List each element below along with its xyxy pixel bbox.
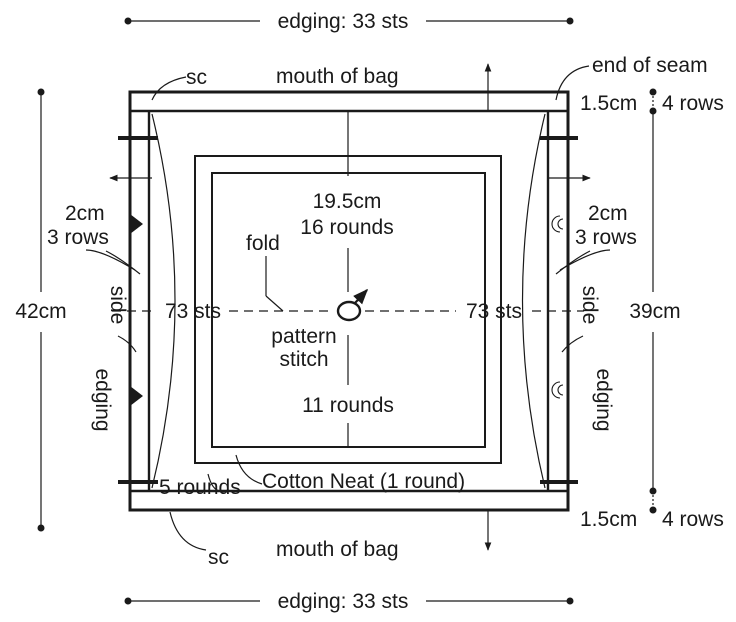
spiral-marker-icon xyxy=(551,215,564,233)
triangle-marker-icon xyxy=(130,214,143,234)
pattern-squares xyxy=(194,111,502,464)
edging-top-label: edging: 33 sts xyxy=(278,10,409,33)
bottom-right-cm-label: 1.5cm xyxy=(580,508,637,531)
edging-bottom-label: edging: 33 sts xyxy=(278,590,409,613)
height-right-dimension: 39cm xyxy=(629,88,681,514)
right-markers xyxy=(551,215,564,399)
mouth-top-label: mouth of bag xyxy=(276,65,399,88)
rounds-16-label: 16 rounds xyxy=(300,216,393,239)
height-left-label: 42cm xyxy=(15,300,66,323)
top-right-rows-label: 4 rows xyxy=(662,92,724,115)
spiral-marker-icon xyxy=(551,381,564,399)
right-2cm-label: 2cm xyxy=(588,202,628,225)
cotton-neat-label: Cotton Neat (1 round) xyxy=(262,470,465,493)
rounds-5-label: 5 rounds xyxy=(159,476,241,499)
direction-symbol xyxy=(336,288,369,322)
edging-right-label: edging xyxy=(592,368,615,431)
fold-label: fold xyxy=(246,232,280,255)
right-3rows-label: 3 rows xyxy=(575,226,637,249)
height-left-dimension: 42cm xyxy=(15,88,67,532)
pattern-label-1: pattern xyxy=(271,325,336,348)
edging-left-label: edging xyxy=(91,368,114,431)
left-2cm-label: 2cm xyxy=(65,202,105,225)
bottom-right-rows-label: 4 rows xyxy=(662,508,724,531)
top-right-cm-label: 1.5cm xyxy=(580,92,637,115)
sts-left-label: 73 sts xyxy=(165,300,221,323)
sc-bottom-label: sc xyxy=(208,546,229,569)
bag-outline xyxy=(118,90,578,512)
arrows xyxy=(109,63,591,551)
width-cm-label: 19.5cm xyxy=(313,190,382,213)
height-right-label: 39cm xyxy=(629,300,680,323)
triangle-marker-icon xyxy=(130,386,143,406)
side-right-label: side xyxy=(578,286,601,325)
fold-line xyxy=(112,256,584,312)
pattern-label-2: stitch xyxy=(279,348,328,371)
mouth-bottom-label: mouth of bag xyxy=(276,538,399,561)
left-3rows-label: 3 rows xyxy=(47,226,109,249)
rounds-11-label: 11 rounds xyxy=(302,394,394,417)
sts-right-label: 73 sts xyxy=(466,300,522,323)
edging-bottom-dimension: edging: 33 sts xyxy=(124,590,574,613)
side-curves xyxy=(151,113,546,489)
side-left-label: side xyxy=(106,286,129,325)
left-markers xyxy=(130,214,143,406)
leader-lines xyxy=(85,65,611,551)
text-labels: sc mouth of bag end of seam 1.5cm 4 rows… xyxy=(47,54,724,569)
sc-top-label: sc xyxy=(186,66,207,89)
edging-top-dimension: edging: 33 sts xyxy=(124,10,574,33)
end-of-seam-label: end of seam xyxy=(592,54,708,77)
